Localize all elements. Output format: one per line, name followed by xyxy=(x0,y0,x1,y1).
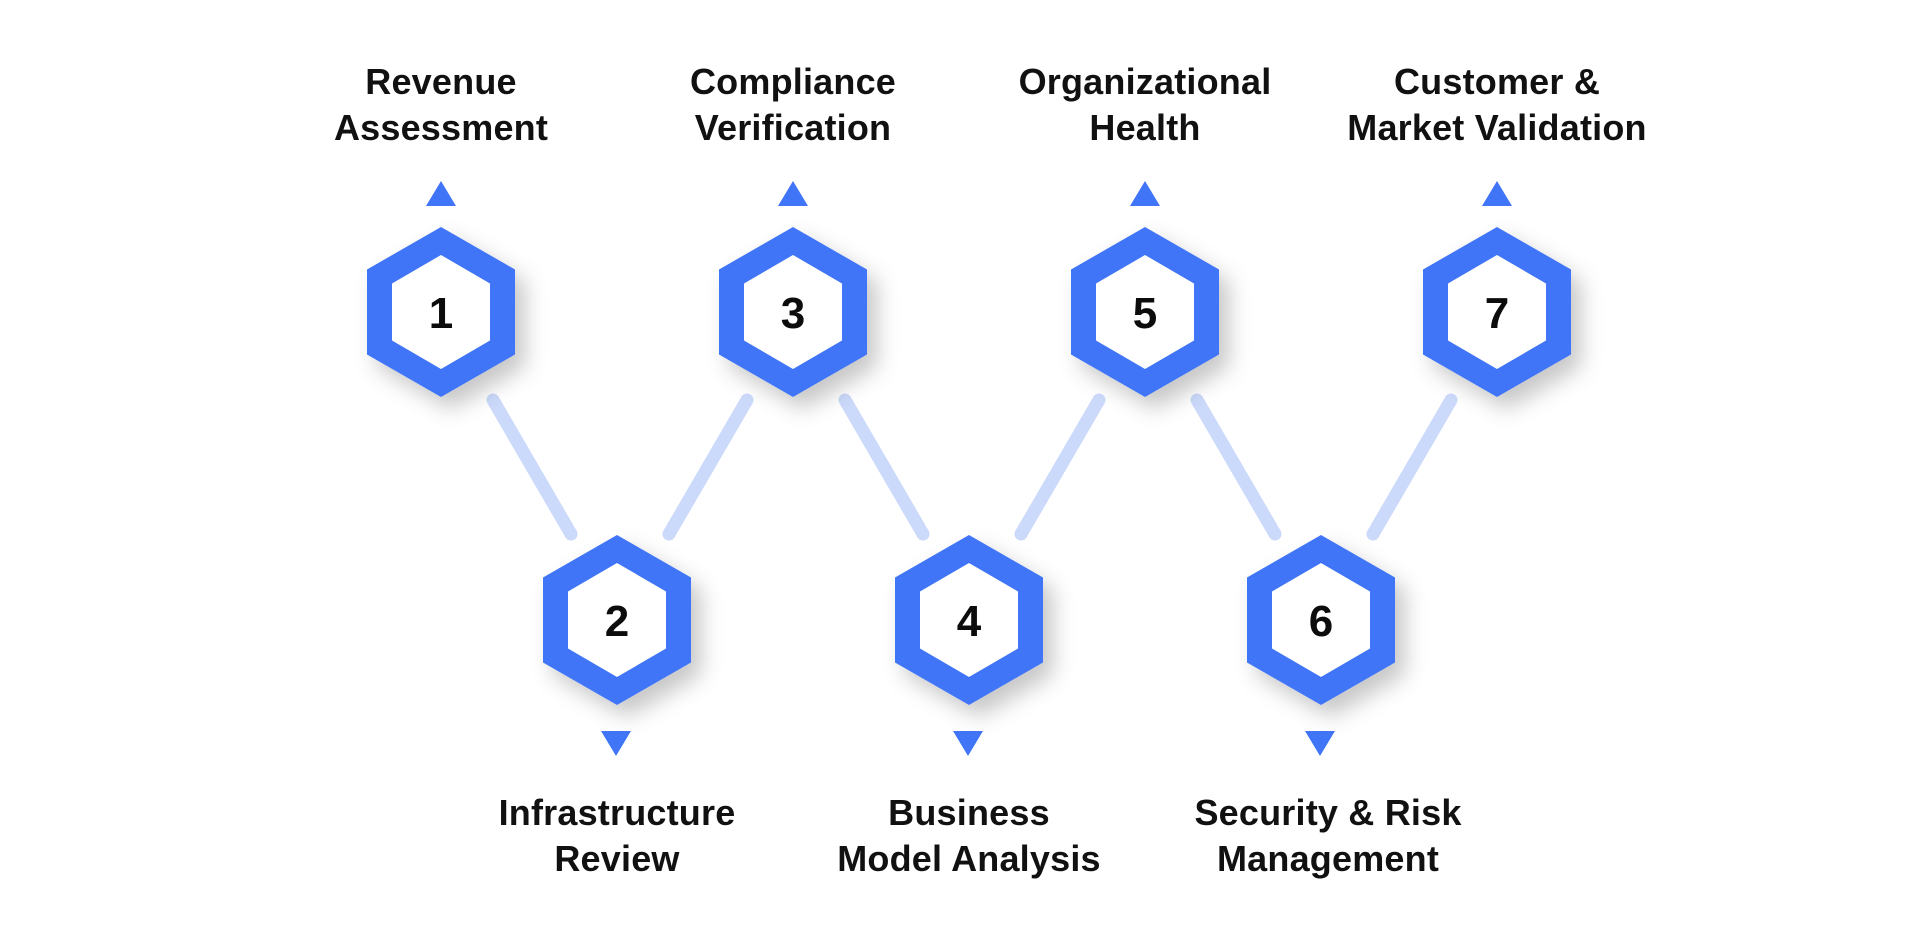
step-7-label-line2: Market Validation xyxy=(1347,107,1647,148)
connector-6-7 xyxy=(1366,393,1458,541)
step-3-label: Compliance Verification xyxy=(623,59,963,151)
connector-5-6 xyxy=(1190,393,1282,541)
connector-2-3 xyxy=(662,393,754,541)
step-7-label-line1: Customer & xyxy=(1393,61,1601,102)
connectors xyxy=(486,393,1458,541)
step-5-hexagon-icon: 5 xyxy=(1071,227,1219,397)
step-2-label: Infrastructure Review xyxy=(447,790,787,882)
step-6-number: 6 xyxy=(1309,597,1333,646)
step-1-label-line1: Revenue xyxy=(365,61,517,102)
step-4-number: 4 xyxy=(957,597,982,646)
step-7-label: Customer & Market Validation xyxy=(1327,59,1667,151)
connector-4-5 xyxy=(1014,393,1106,541)
step-5-label-line1: Organizational xyxy=(1018,61,1272,102)
step-1-label-line2: Assessment xyxy=(333,107,549,148)
step-4-label: Business Model Analysis xyxy=(799,790,1139,882)
connector-1-2 xyxy=(486,393,578,541)
step-6-label-line1: Security & Risk xyxy=(1194,792,1462,833)
arrow-down-icon xyxy=(601,731,631,756)
step-6-label-line2: Management xyxy=(1216,838,1440,879)
hexagon-nodes: 1 2 3 4 5 xyxy=(367,227,1571,705)
step-2-label-line2: Review xyxy=(554,838,680,879)
step-7-number: 7 xyxy=(1485,289,1509,338)
step-4-label-line1: Business xyxy=(888,792,1050,833)
step-1-hexagon-icon: 1 xyxy=(367,227,515,397)
arrow-up-icon xyxy=(1482,181,1512,206)
step-6-hexagon-icon: 6 xyxy=(1247,535,1395,705)
step-7-hexagon-icon: 7 xyxy=(1423,227,1571,397)
step-6-label: Security & Risk Management xyxy=(1158,790,1498,882)
step-3-label-line1: Compliance xyxy=(689,61,897,102)
arrow-up-icon xyxy=(1130,181,1160,206)
arrow-up-icon xyxy=(778,181,808,206)
arrows xyxy=(426,181,1512,756)
connector-3-4 xyxy=(838,393,930,541)
step-2-label-line1: Infrastructure xyxy=(498,792,736,833)
step-2-number: 2 xyxy=(605,597,629,646)
step-1-number: 1 xyxy=(429,289,453,338)
step-4-label-line2: Model Analysis xyxy=(837,838,1101,879)
step-5-label-line2: Health xyxy=(1089,107,1201,148)
step-2-hexagon-icon: 2 xyxy=(543,535,691,705)
arrow-down-icon xyxy=(953,731,983,756)
arrow-down-icon xyxy=(1305,731,1335,756)
step-4-hexagon-icon: 4 xyxy=(895,535,1043,705)
step-3-hexagon-icon: 3 xyxy=(719,227,867,397)
step-3-number: 3 xyxy=(781,289,805,338)
step-3-label-line2: Verification xyxy=(694,107,892,148)
step-1-label: Revenue Assessment xyxy=(271,59,611,151)
step-5-label: Organizational Health xyxy=(975,59,1315,151)
step-5-number: 5 xyxy=(1133,289,1157,338)
arrow-up-icon xyxy=(426,181,456,206)
